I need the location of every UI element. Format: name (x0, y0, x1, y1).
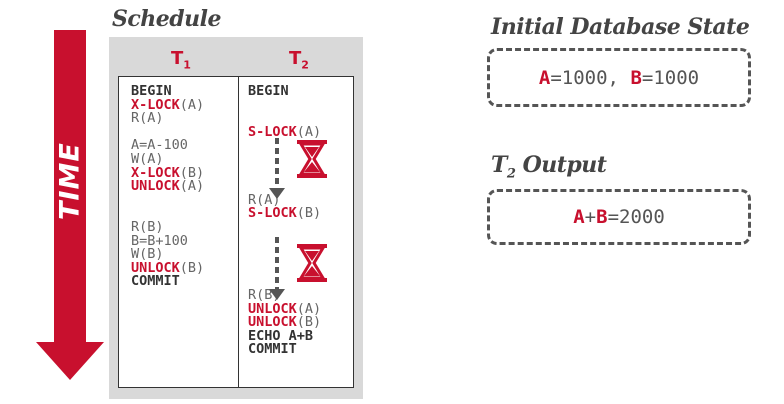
lock-keyword: X-LOCK (131, 164, 180, 181)
lock-keyword: UNLOCK (131, 259, 180, 276)
plus-sign: + (584, 206, 597, 228)
t1-header: T1 (171, 48, 191, 72)
schedule-operation: UNLOCK(B) (131, 259, 205, 276)
schedule-operation: UNLOCK(A) (131, 178, 205, 195)
lock-argument: (B) (179, 259, 205, 276)
time-label: TIME (54, 142, 86, 220)
lock-keyword: UNLOCK (248, 314, 297, 331)
schedule-operation: R(B) (131, 218, 164, 235)
lock-keyword: S-LOCK (248, 123, 297, 140)
lock-keyword: S-LOCK (248, 205, 297, 222)
hourglass-icon (297, 244, 327, 282)
var-b: B (630, 66, 642, 89)
schedule-operation: B=B+100 (131, 232, 188, 249)
schedule-operation: BEGIN (131, 83, 172, 99)
schedule-operation (248, 221, 321, 235)
schedule-operation: UNLOCK(B) (248, 314, 322, 331)
schedule-operation (248, 99, 321, 113)
output-result: =2000 (607, 206, 665, 228)
schedule-operation: X-LOCK(B) (131, 164, 205, 181)
t2-header: T2 (289, 48, 309, 72)
lock-argument: (B) (296, 205, 322, 222)
schedule-operation (131, 194, 204, 208)
time-arrow (36, 30, 104, 380)
schedule-operation: COMMIT (248, 341, 297, 358)
schedule-operation: R(A) (131, 110, 164, 127)
var-b: B (596, 206, 608, 228)
lock-argument: (B) (296, 314, 322, 331)
initial-state-title: Initial Database State (491, 14, 750, 40)
lock-keyword: UNLOCK (248, 300, 297, 317)
lock-argument: (A) (179, 96, 205, 113)
lock-argument: (A) (296, 123, 322, 140)
hourglass-icon (297, 140, 327, 178)
column-divider (238, 77, 239, 387)
schedule-operation: S-LOCK(A) (248, 123, 322, 140)
schedule-operation: W(B) (131, 246, 164, 263)
var-a: A (538, 66, 551, 89)
lock-argument: (A) (296, 300, 322, 317)
output-box: A+B=2000 (487, 189, 751, 245)
lock-argument: (B) (179, 164, 205, 181)
schedule-operation: COMMIT (131, 273, 180, 290)
value-b: =1000 (641, 66, 700, 89)
schedule-operation: BEGIN (248, 83, 289, 99)
schedule-operation: X-LOCK(A) (131, 96, 205, 113)
schedule-operation: ECHO A+B (248, 327, 314, 344)
output-title: T2 Output (491, 152, 607, 182)
schedule-operation: S-LOCK(B) (248, 207, 321, 221)
value-a: =1000, (550, 66, 631, 89)
wait-arrow-2 (269, 237, 285, 300)
var-a: A (573, 206, 585, 228)
lock-argument: (A) (179, 178, 205, 195)
lock-keyword: X-LOCK (131, 96, 180, 113)
lock-keyword: UNLOCK (131, 178, 180, 195)
initial-state-box: A=1000, B=1000 (487, 48, 751, 107)
schedule-operation: UNLOCK(A) (248, 300, 322, 317)
schedule-title: Schedule (112, 6, 222, 32)
schedule-operation: R(A) (248, 191, 281, 208)
schedule-operation: A=A-100 (131, 137, 188, 154)
wait-arrow-1 (269, 138, 285, 199)
schedule-operation: W(A) (131, 150, 164, 167)
